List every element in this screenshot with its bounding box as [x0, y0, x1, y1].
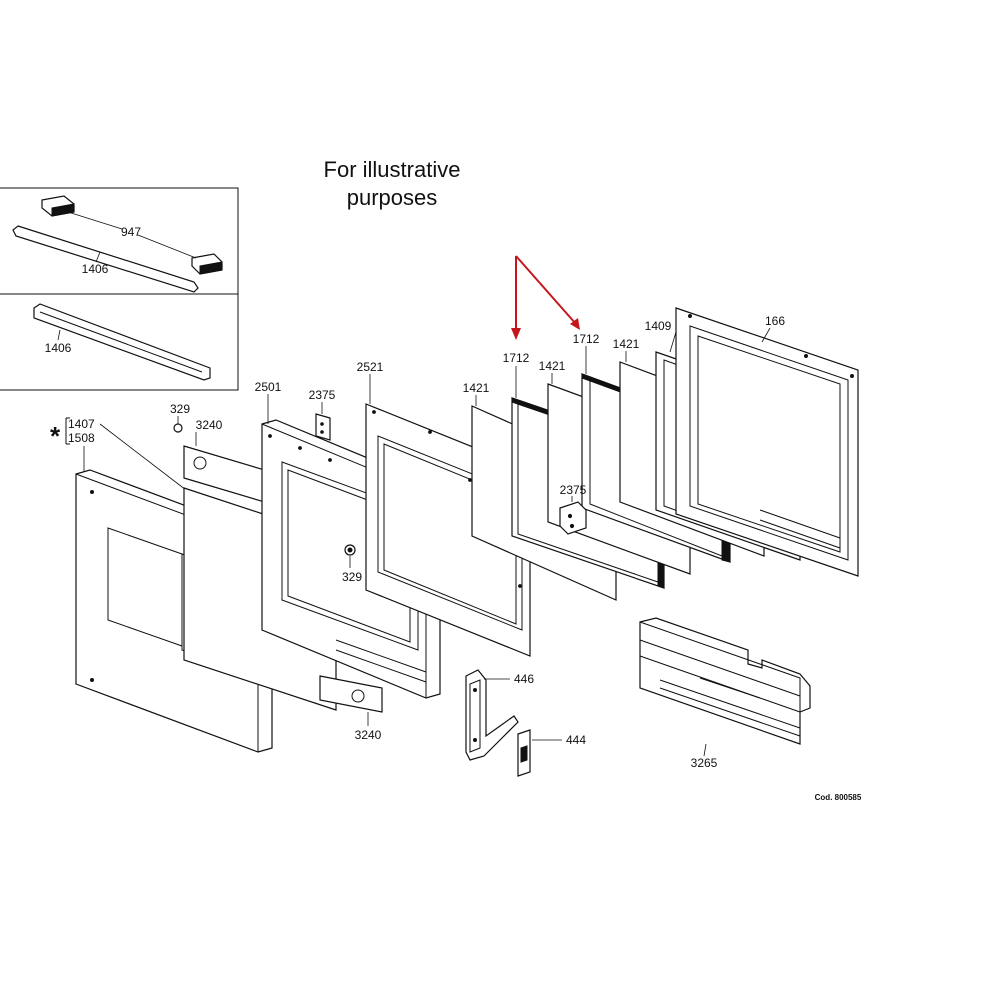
label-3240-bottom: 3240 [355, 728, 382, 742]
label-2501: 2501 [255, 380, 282, 394]
label-1712-left: 1712 [503, 351, 530, 365]
label-2521: 2521 [357, 360, 384, 374]
label-1406-bar: 1406 [45, 341, 72, 355]
label-1712-right: 1712 [573, 332, 600, 346]
label-1407: 1407 [68, 417, 95, 431]
label-1409: 1409 [645, 319, 672, 333]
label-1406-round: 1406 [82, 262, 109, 276]
label-1421-middle: 1421 [539, 359, 566, 373]
label-1508: 1508 [68, 431, 95, 445]
label-3240-top: 3240 [196, 418, 223, 432]
star-marker: * [50, 421, 61, 451]
inset-handle-variants: 947 1406 1406 [0, 187, 239, 391]
label-446: 446 [514, 672, 534, 686]
label-1421-right: 1421 [613, 337, 640, 351]
label-329-bottom: 329 [342, 570, 362, 584]
drawing-code: Cod. 800585 [815, 793, 862, 802]
caption-line-2: purposes [347, 185, 438, 210]
label-444: 444 [566, 733, 586, 747]
red-pointer-arrows [511, 255, 580, 340]
label-2375-left: 2375 [309, 388, 336, 402]
label-1421-left: 1421 [463, 381, 490, 395]
label-3265: 3265 [691, 756, 718, 770]
hinge-446 [465, 669, 519, 761]
bar-handle-drawing [33, 303, 211, 381]
bracket-2375-left [315, 413, 331, 441]
label-166: 166 [765, 314, 785, 328]
label-329-top: 329 [170, 402, 190, 416]
caption-line-1: For illustrative [324, 157, 461, 182]
trim-strip-lower [319, 675, 383, 713]
round-handle-drawing [12, 195, 223, 293]
label-2375-right: 2375 [560, 483, 587, 497]
latch-444 [517, 729, 531, 777]
bracket-2375-right [559, 501, 587, 535]
bottom-panel-3265 [639, 617, 811, 745]
label-947: 947 [121, 225, 141, 239]
rear-door-panel-166 [675, 307, 859, 577]
